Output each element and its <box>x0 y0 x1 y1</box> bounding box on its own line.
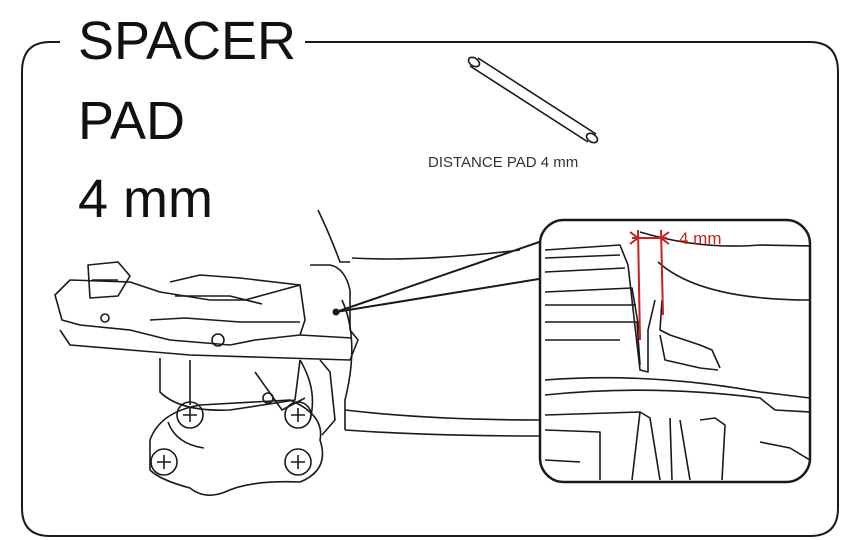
frame-border <box>21 41 839 537</box>
caliper-assembly <box>54 209 541 496</box>
title-size: 4 mm <box>78 169 213 229</box>
title-pad: PAD <box>78 91 186 151</box>
callout-lines <box>332 239 546 316</box>
dimension-label: 4 mm <box>679 229 722 248</box>
distance-pad-label: DISTANCE PAD 4 mm <box>428 154 579 171</box>
detail-view <box>538 218 812 484</box>
dimension-marker <box>629 229 670 341</box>
title-spacer: SPACER <box>78 11 297 71</box>
spacer-pad-rod <box>467 56 599 144</box>
